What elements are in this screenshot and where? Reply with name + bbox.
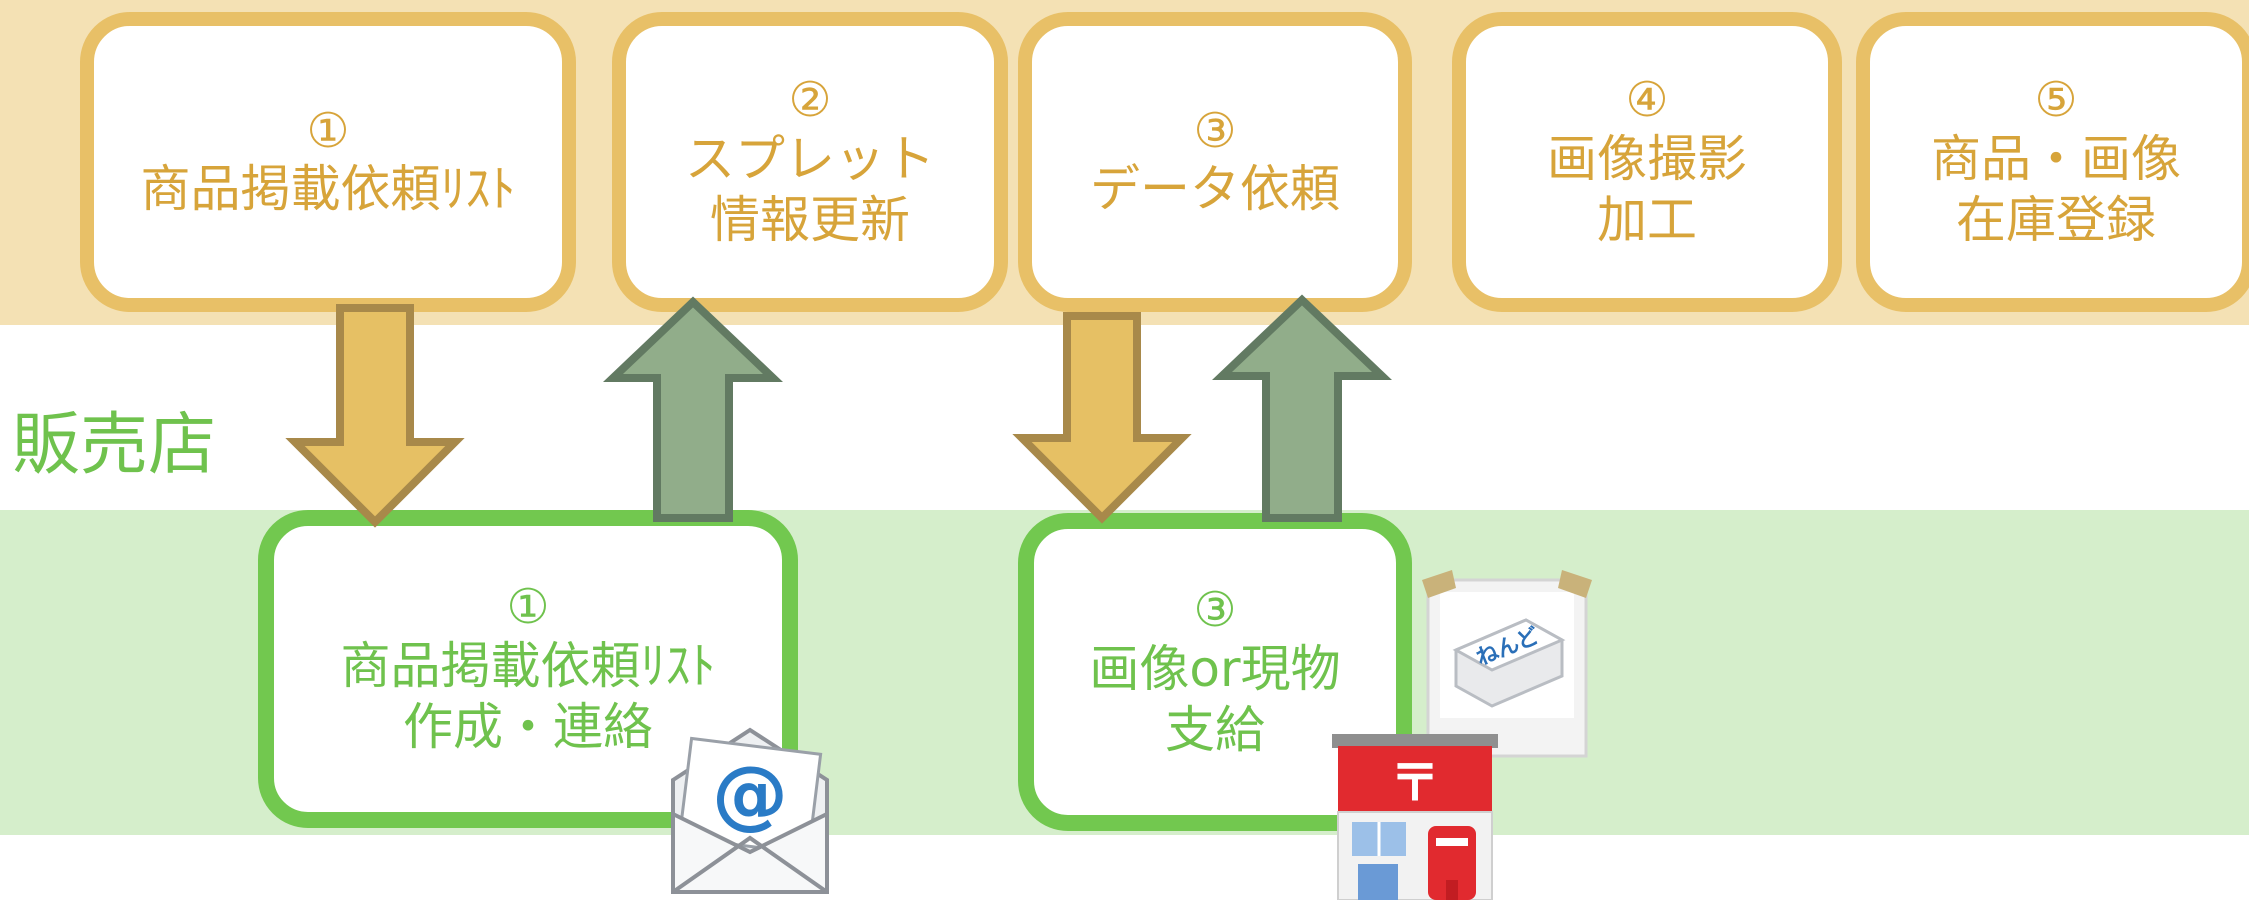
top-step-3-box: ③ データ依頼 (1018, 12, 1412, 312)
up-arrow-2 (1212, 294, 1392, 522)
top-step-2-line-2: 情報更新 (710, 190, 910, 249)
top-step-5-line-2: 在庫登録 (1956, 190, 2156, 249)
post-office-mark: 〒 (1390, 754, 1440, 812)
top-step-3-number: ③ (1193, 102, 1237, 159)
top-step-1-number: ① (306, 102, 350, 159)
top-step-4-number: ④ (1625, 72, 1669, 129)
store-step-1-line-2: 作成・連絡 (403, 697, 653, 756)
top-step-2-box: ② スプレット 情報更新 (612, 12, 1008, 312)
store-step-3-number: ③ (1193, 582, 1237, 639)
top-step-5-number: ⑤ (2034, 72, 2078, 129)
store-step-1-line-1: 商品掲載依頼ﾘｽﾄ (340, 636, 716, 695)
top-step-5-box: ⑤ 商品・画像 在庫登録 (1856, 12, 2249, 312)
top-step-2-number: ② (788, 72, 832, 129)
email-at-symbol: @ (712, 749, 788, 838)
top-step-4-line-1: 画像撮影 (1547, 129, 1747, 188)
top-step-1-line-1: 商品掲載依頼ﾘｽﾄ (140, 160, 516, 219)
store-step-3-line-1: 画像or現物 (1089, 639, 1341, 698)
top-step-4-line-2: 加工 (1597, 190, 1697, 249)
top-step-1-box: ① 商品掲載依頼ﾘｽﾄ (80, 12, 576, 312)
product-photo-icon: ねんど (1422, 570, 1592, 758)
top-step-2-line-1: スプレット (685, 129, 935, 188)
down-arrow-1 (285, 304, 465, 528)
store-step-1-number: ① (506, 579, 550, 636)
up-arrow-1 (603, 296, 783, 522)
email-envelope-icon: @ (671, 727, 829, 894)
down-arrow-2 (1012, 312, 1192, 524)
store-lane-label: 販売店 (12, 406, 217, 485)
top-step-4-box: ④ 画像撮影 加工 (1452, 12, 1842, 312)
store-step-3-line-2: 支給 (1165, 700, 1265, 759)
post-office-icon: 〒 (1332, 734, 1498, 900)
top-step-3-line-1: データ依頼 (1090, 160, 1340, 219)
top-step-5-line-1: 商品・画像 (1931, 129, 2181, 188)
